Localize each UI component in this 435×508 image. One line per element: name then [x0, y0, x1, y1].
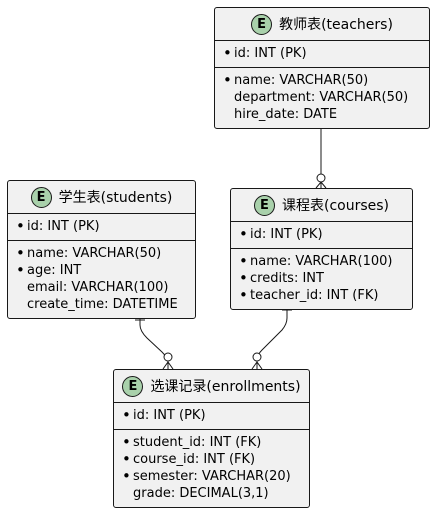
entity-fields: •name: VARCHAR(50) department: VARCHAR(5…	[215, 67, 429, 128]
many-marker	[315, 181, 327, 189]
attribute-row: •id: INT (PK)	[16, 217, 100, 235]
attribute-row: •name: VARCHAR(50)	[223, 71, 369, 89]
entity-header: E 学生表(students)	[8, 181, 195, 213]
bullet-icon: •	[239, 286, 248, 304]
entity-header: E 课程表(courses)	[231, 189, 412, 221]
entity-badge-icon: E	[30, 186, 52, 208]
entity-title: 学生表(students)	[58, 190, 173, 206]
attribute-row: email: VARCHAR(100)	[27, 280, 169, 295]
attribute-row: •id: INT (PK)	[223, 44, 307, 62]
entity-badge-icon: E	[253, 194, 275, 216]
attribute-row: •teacher_id: INT (FK)	[239, 286, 379, 304]
bullet-icon: •	[16, 217, 25, 235]
bullet-icon: •	[239, 269, 248, 287]
entity-keys: •id: INT (PK)	[215, 40, 429, 67]
attribute-row: •semester: VARCHAR(20)	[122, 467, 291, 485]
entity-title: 教师表(teachers)	[279, 17, 393, 33]
bullet-icon: •	[239, 225, 248, 243]
bullet-icon: •	[16, 261, 25, 279]
attribute-row: •id: INT (PK)	[122, 406, 206, 424]
attribute-row: hire_date: DATE	[234, 107, 338, 122]
entity-header: E 教师表(teachers)	[215, 8, 429, 40]
entity-teachers[interactable]: E 教师表(teachers) •id: INT (PK) •name: VAR…	[214, 7, 430, 129]
attribute-row: •id: INT (PK)	[239, 225, 323, 243]
attribute-row: •age: INT	[16, 261, 82, 279]
entity-keys: •id: INT (PK)	[231, 221, 412, 248]
attribute-row: create_time: DATETIME	[27, 297, 178, 312]
bullet-icon: •	[122, 406, 131, 424]
attribute-row: grade: DECIMAL(3,1)	[133, 486, 269, 501]
bullet-icon: •	[223, 44, 232, 62]
entity-badge-icon: E	[122, 375, 144, 397]
entity-students[interactable]: E 学生表(students) •id: INT (PK) •name: VAR…	[7, 180, 196, 319]
entity-keys: •id: INT (PK)	[114, 402, 309, 429]
attribute-row: •name: VARCHAR(100)	[239, 252, 393, 270]
entity-title: 选课记录(enrollments)	[150, 379, 301, 395]
attribute-row: •credits: INT	[239, 269, 324, 287]
attribute-row: •student_id: INT (FK)	[122, 433, 262, 451]
entity-header: E 选课记录(enrollments)	[114, 370, 309, 402]
relation-students-enrollments	[135, 310, 174, 370]
many-marker	[251, 361, 263, 370]
zero-marker	[252, 352, 262, 362]
attribute-row: •course_id: INT (FK)	[122, 450, 256, 468]
entity-title: 课程表(courses)	[281, 198, 390, 214]
attribute-row: department: VARCHAR(50)	[234, 90, 409, 105]
relation-courses-enrollments	[251, 302, 292, 370]
attribute-row: •name: VARCHAR(50)	[16, 244, 162, 262]
bullet-icon: •	[122, 467, 131, 485]
entity-enrollments[interactable]: E 选课记录(enrollments) •id: INT (PK) •stude…	[113, 369, 310, 508]
entity-badge-icon: E	[251, 13, 273, 35]
bullet-icon: •	[239, 252, 248, 270]
bullet-icon: •	[16, 244, 25, 262]
zero-marker	[316, 173, 326, 183]
entity-fields: •name: VARCHAR(100) •credits: INT •teach…	[231, 248, 412, 309]
entity-keys: •id: INT (PK)	[8, 213, 195, 240]
zero-marker	[163, 352, 173, 362]
relation-teachers-courses	[315, 123, 327, 189]
bullet-icon: •	[223, 71, 232, 89]
bullet-icon: •	[122, 450, 131, 468]
many-marker	[162, 361, 174, 370]
bullet-icon: •	[122, 433, 131, 451]
entity-courses[interactable]: E 课程表(courses) •id: INT (PK) •name: VARC…	[230, 188, 413, 310]
entity-fields: •student_id: INT (FK) •course_id: INT (F…	[114, 429, 309, 507]
entity-fields: •name: VARCHAR(50) •age: INT email: VARC…	[8, 240, 195, 318]
